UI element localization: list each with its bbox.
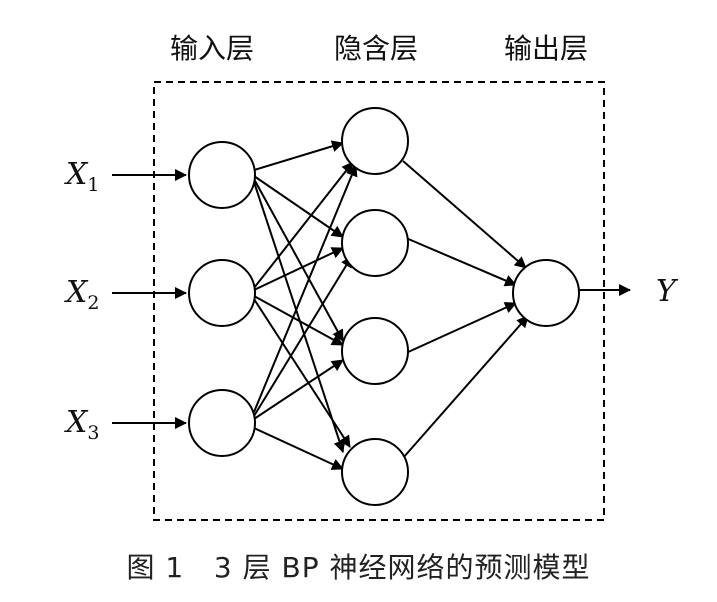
edge-i1-h1 bbox=[253, 140, 344, 171]
edge-h3-o bbox=[405, 302, 517, 354]
edge-i2-h4 bbox=[253, 298, 351, 448]
input-node-3 bbox=[188, 389, 256, 457]
edge-i1-h4 bbox=[253, 181, 346, 453]
edge-i1-h3 bbox=[253, 178, 344, 342]
hidden-node-4 bbox=[341, 438, 409, 506]
input-label-x3: X3 bbox=[64, 405, 99, 444]
output-layer-nodes bbox=[512, 259, 580, 327]
input-layer-label: 输入层 bbox=[170, 32, 254, 65]
output-layer-label: 输出层 bbox=[504, 32, 588, 65]
input-node-2 bbox=[188, 259, 256, 327]
hidden-layer-nodes bbox=[341, 107, 409, 506]
input-layer-nodes bbox=[188, 141, 256, 457]
edge-i2-h3 bbox=[253, 295, 344, 346]
input-label-x1: X1 bbox=[64, 157, 99, 196]
figure-caption: 图 1 3 层 BP 神经网络的预测模型 bbox=[126, 551, 591, 584]
edge-h2-o bbox=[405, 237, 517, 287]
bp-network-diagram: 输入层 隐含层 输出层 X1 X2 X3 bbox=[64, 32, 679, 521]
hidden-layer-label: 隐含层 bbox=[334, 32, 418, 65]
hidden-node-3 bbox=[341, 317, 409, 385]
output-node bbox=[512, 259, 580, 327]
edge-h1-o bbox=[402, 160, 527, 269]
edge-i2-h1 bbox=[253, 161, 354, 289]
edge-i3-h2 bbox=[253, 255, 353, 417]
hidden-node-2 bbox=[341, 209, 409, 277]
hidden-node-1 bbox=[341, 107, 409, 175]
edge-i2-h2 bbox=[253, 247, 344, 291]
input-node-1 bbox=[188, 141, 256, 209]
output-label-y: Y bbox=[656, 274, 679, 309]
edge-i3-h4 bbox=[253, 427, 344, 470]
edge-i3-h3 bbox=[253, 359, 344, 420]
hidden-output-connections bbox=[402, 160, 529, 459]
input-label-x2: X2 bbox=[64, 275, 99, 314]
edge-i1-h2 bbox=[253, 175, 344, 238]
edge-i3-h1 bbox=[253, 164, 358, 413]
edge-h4-o bbox=[402, 315, 529, 459]
input-hidden-connections bbox=[253, 140, 358, 470]
